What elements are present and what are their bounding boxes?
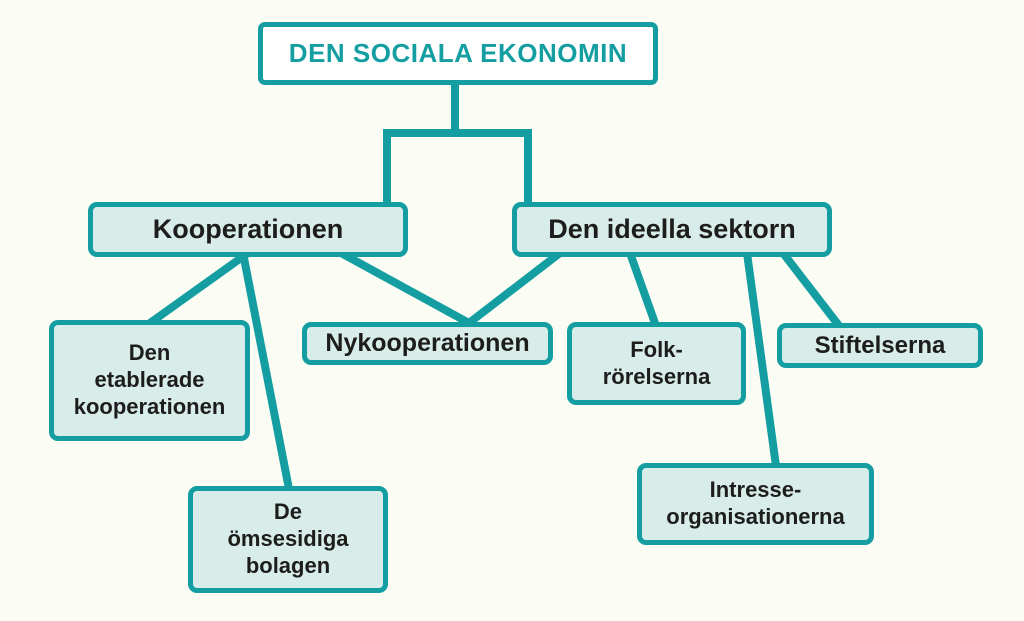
node-stiftelserna: Stiftelserna [777,323,983,368]
node-de-omsesidiga-bolagen: De ömsesidiga bolagen [188,486,388,593]
node-label: De ömsesidiga bolagen [227,499,349,578]
node-label: Nykooperationen [325,329,530,358]
edge-ideella-folkrorelserna [626,251,660,328]
node-label: Folk- rörelserna [602,336,711,389]
node-den-etablerade-kooperationen: Den etablerade kooperationen [49,320,250,441]
edge-kooperationen-omsesidiga [239,252,293,490]
edge-kooperationen-etablerade [147,249,251,327]
edge-ideella-nykooperationen [466,249,563,327]
node-nykooperationen: Nykooperationen [302,322,553,365]
edge-ideella-stiftelserna [779,250,844,330]
node-kooperationen: Kooperationen [88,202,408,257]
node-intresseorganisationerna: Intresse- organisationerna [637,463,874,545]
node-label: Den ideella sektorn [548,214,796,244]
edge-kooperationen-nykooperationen [339,249,471,327]
edge-ideella-intresse [743,252,780,467]
node-label: Kooperationen [152,214,344,244]
node-folkrorelserna: Folk- rörelserna [567,322,746,405]
node-label: Intresse- organisationerna [666,477,845,529]
node-label: DEN SOCIALA EKONOMIN [288,38,628,68]
node-den-ideella-sektorn: Den ideella sektorn [512,202,832,257]
node-label: Stiftelserna [814,331,946,359]
node-den-sociala-ekonomin: DEN SOCIALA EKONOMIN [258,22,658,85]
node-label: Den etablerade kooperationen [73,340,226,419]
